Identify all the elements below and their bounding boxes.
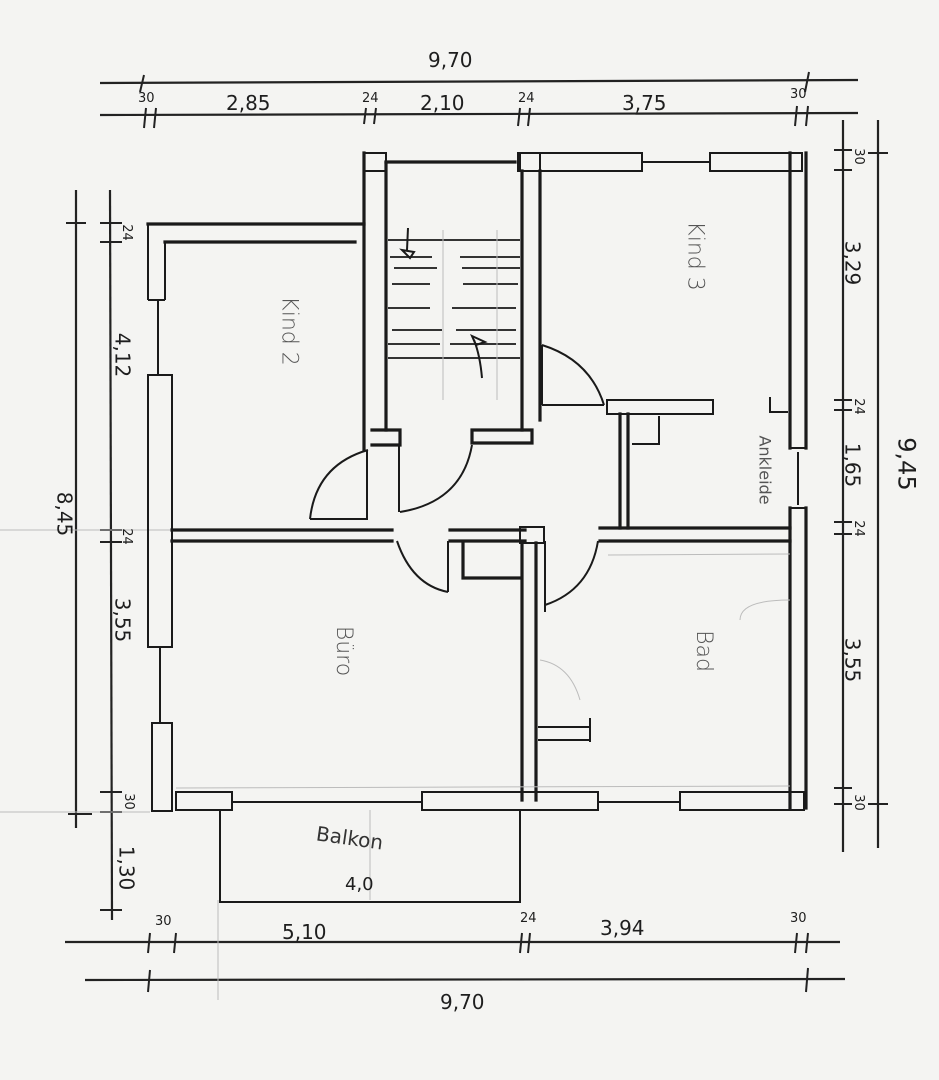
stair-down-arrow-icon (399, 227, 416, 260)
bottom-dim-outer-wall-right: 30 (790, 911, 807, 926)
right-dim-wall-1: 24 (850, 398, 866, 415)
top-dim-wall-1: 24 (362, 91, 379, 106)
bottom-dim-bad-width: 3,94 (600, 916, 645, 940)
right-dim-wall-top: 30 (850, 148, 866, 165)
top-dim-stair-width: 2,10 (420, 91, 465, 115)
left-dim-wall-top: 24 (118, 224, 134, 241)
right-dim-ankleide-depth: 1,65 (840, 442, 865, 488)
doors (309, 344, 605, 612)
top-dim-kind2-width: 2,85 (226, 91, 271, 115)
room-label-kind3: Kind 3 (682, 221, 708, 291)
left-dim-wall-bottom: 30 (120, 793, 136, 810)
top-dim-outer-wall-left: 30 (138, 91, 155, 106)
top-dim-wall-2: 24 (518, 91, 535, 106)
stair-up-arrow-icon (470, 333, 488, 379)
left-total-dimension: 8,45 (52, 491, 77, 537)
top-total-dimension: 9,70 (428, 48, 473, 72)
top-dim-kind3-width: 3,75 (622, 91, 667, 115)
bottom-dim-outer-wall-left: 30 (155, 914, 172, 929)
bathroom-fixtures-sketch (538, 599, 791, 742)
bottom-dim-wall: 24 (520, 911, 537, 926)
top-dimension-lines (99, 71, 859, 129)
stairs (388, 227, 520, 400)
right-total-dimension: 9,45 (892, 437, 921, 491)
right-dim-bad-depth: 3,55 (840, 637, 865, 683)
room-label-bad: Bad (690, 630, 716, 672)
room-label-ankleide: Ankleide (755, 435, 775, 505)
room-label-buero: Büro (331, 625, 357, 677)
balkon-width-dimension: 4,0 (345, 874, 374, 895)
right-dimension-lines (834, 120, 888, 852)
left-dim-kind2-depth: 4,12 (110, 332, 135, 378)
left-dim-balkon-depth: 1,30 (114, 845, 139, 891)
right-dim-kind3-depth: 3,29 (840, 240, 865, 286)
room-label-kind2: Kind 2 (276, 296, 302, 366)
walls (146, 151, 808, 903)
right-dim-wall-2: 24 (850, 520, 866, 537)
bottom-dim-buero-width: 5,10 (282, 920, 327, 944)
right-dim-wall-bottom: 30 (850, 794, 866, 811)
left-dim-wall-middle: 24 (118, 528, 134, 545)
left-dim-buero-depth: 3,55 (110, 597, 135, 643)
bottom-dimension-lines (65, 900, 846, 1000)
top-dim-outer-wall-right: 30 (790, 87, 807, 102)
left-dimension-lines (0, 189, 170, 921)
bottom-total-dimension: 9,70 (440, 990, 485, 1014)
